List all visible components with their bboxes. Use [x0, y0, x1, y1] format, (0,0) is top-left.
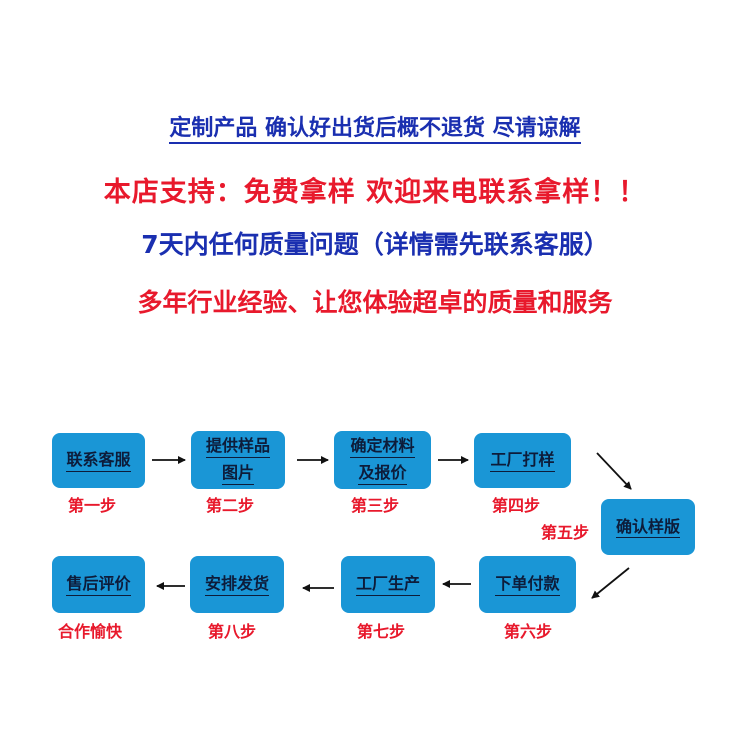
- step-label-1: 第一步: [68, 496, 117, 515]
- notice-quality-guarantee: 7天内任何质量问题（详情需先联系客服）: [141, 230, 609, 259]
- step-box-text: 确定材料: [350, 435, 415, 458]
- step-box-7: 工厂生产: [341, 556, 435, 613]
- step-box-2: 提供样品图片: [191, 431, 285, 489]
- step-label-4: 第四步: [492, 496, 541, 515]
- step-label-3: 第三步: [351, 496, 400, 515]
- step-box-6: 下单付款: [479, 556, 576, 613]
- step-box-text: 图片: [221, 462, 254, 485]
- step-box-text: 下单付款: [495, 573, 560, 596]
- step-box-text: 联系客服: [66, 449, 131, 472]
- flow-arrow-4: [596, 452, 632, 490]
- step-label-5: 第五步: [541, 523, 590, 542]
- step-box-text: 工厂生产: [355, 573, 420, 596]
- step-box-text: 工厂打样: [490, 449, 555, 472]
- step-box-text: 安排发货: [204, 573, 269, 596]
- step-box-9: 售后评价: [52, 556, 145, 613]
- step-box-8: 安排发货: [190, 556, 284, 613]
- step-label-8: 第八步: [208, 622, 257, 641]
- step-box-5: 确认样版: [601, 499, 695, 555]
- step-label-6: 第六步: [504, 622, 553, 641]
- step-box-text: 售后评价: [66, 573, 131, 596]
- notice-free-samples: 本店支持：免费拿样 欢迎来电联系拿样！！: [103, 177, 647, 208]
- flow-arrow-5: [591, 567, 630, 599]
- step-box-text: 及报价: [358, 462, 407, 485]
- step-label-7: 第七步: [357, 622, 406, 641]
- step-box-text: 确认样版: [615, 516, 680, 539]
- step-box-1: 联系客服: [52, 433, 145, 488]
- notice-experience: 多年行业经验、让您体验超卓的质量和服务: [137, 288, 613, 317]
- step-box-3: 确定材料及报价: [334, 431, 431, 489]
- step-box-text: 提供样品: [205, 435, 270, 458]
- notice-custom-products-text: 定制产品 确认好出货后概不退货 尽请谅解: [169, 116, 581, 144]
- step-label-2: 第二步: [206, 496, 255, 515]
- notice-custom-products: 定制产品 确认好出货后概不退货 尽请谅解: [0, 110, 750, 144]
- step-label-9: 合作愉快: [58, 622, 123, 641]
- step-box-4: 工厂打样: [474, 433, 571, 488]
